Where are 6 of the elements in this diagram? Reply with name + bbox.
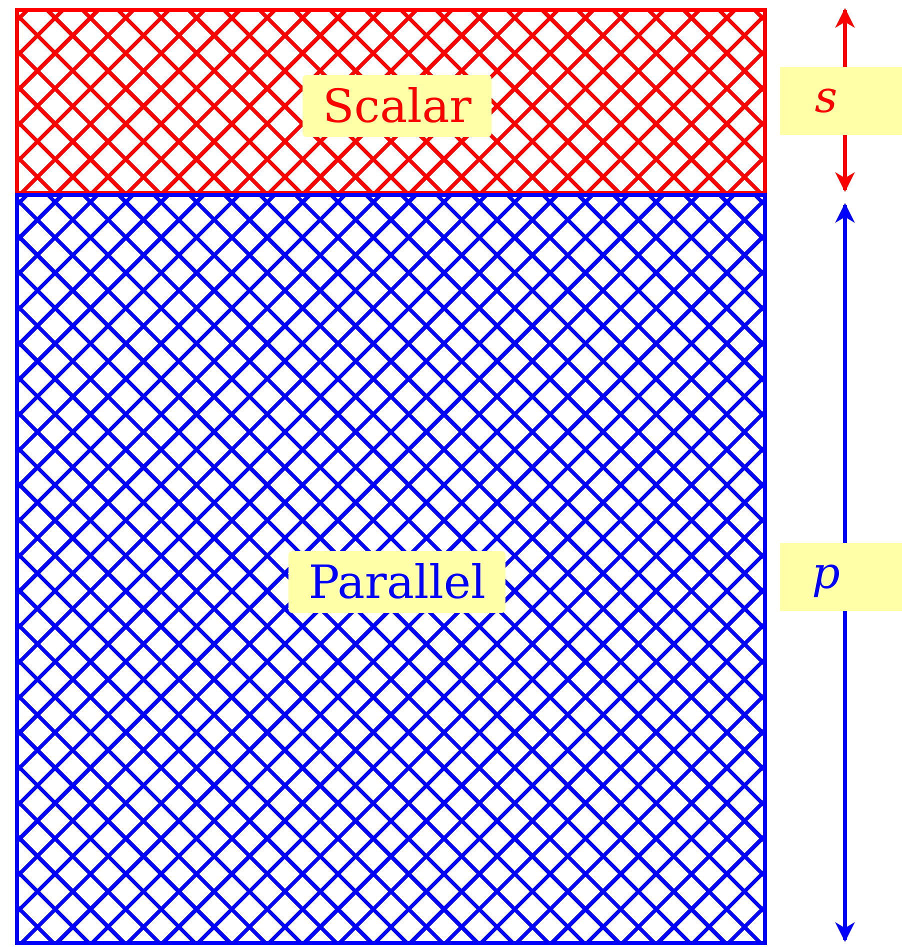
region-label: Parallel [288,551,506,613]
dimension-label: s [780,67,902,135]
hatched-region [15,193,767,945]
dimension-label: p [780,543,902,611]
hatched-region [15,8,767,195]
region-label: Scalar [302,75,492,137]
